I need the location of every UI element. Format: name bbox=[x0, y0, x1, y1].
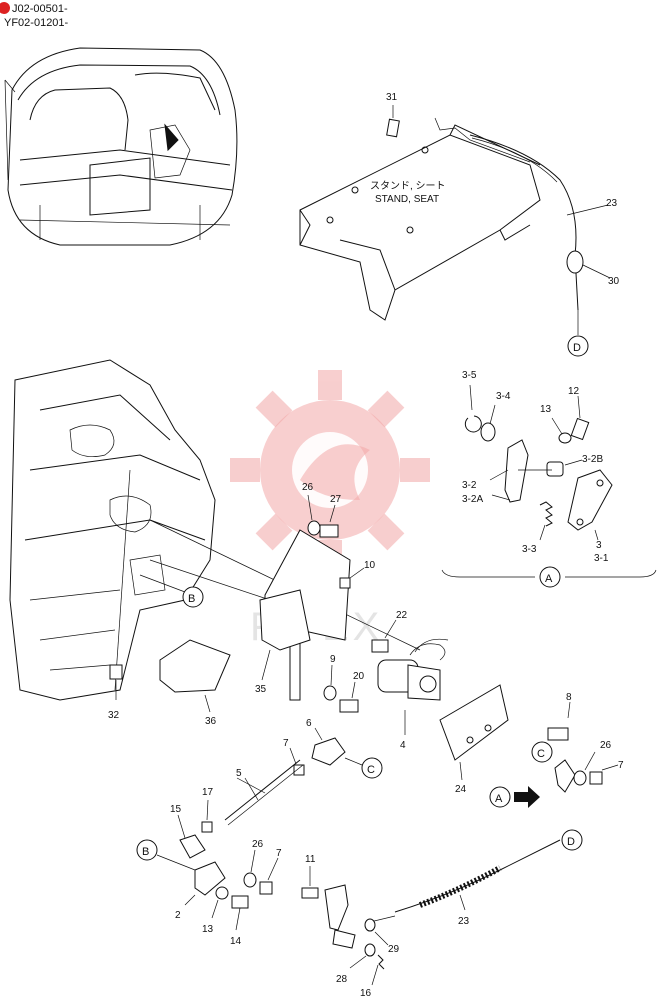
svg-text:7: 7 bbox=[618, 760, 624, 771]
callout-B-bottom bbox=[136, 839, 158, 861]
watermark-gear-icon bbox=[230, 370, 430, 570]
serial-number-1: J02-00501- bbox=[12, 3, 68, 15]
svg-text:D: D bbox=[567, 836, 575, 848]
svg-text:5: 5 bbox=[236, 768, 242, 779]
svg-text:B: B bbox=[188, 593, 195, 605]
svg-text:35: 35 bbox=[255, 684, 267, 695]
svg-text:3-3: 3-3 bbox=[522, 544, 537, 555]
part-2-shape bbox=[194, 861, 226, 896]
part-5-rod bbox=[224, 759, 301, 821]
svg-text:3-2A: 3-2A bbox=[462, 494, 483, 505]
view-arrow-icon bbox=[514, 786, 540, 808]
svg-text:16: 16 bbox=[360, 988, 372, 999]
svg-text:14: 14 bbox=[230, 936, 242, 947]
part-31-shape bbox=[386, 118, 400, 138]
svg-text:3: 3 bbox=[596, 540, 602, 551]
svg-text:7: 7 bbox=[276, 848, 282, 859]
svg-text:10: 10 bbox=[364, 560, 376, 571]
svg-text:3-5: 3-5 bbox=[462, 370, 477, 381]
callout-A-detail bbox=[539, 566, 561, 588]
cable-23-top bbox=[469, 134, 579, 311]
callout-C-top bbox=[361, 757, 383, 779]
detail-A: 3-5 3-4 13 12 3-2B 3-2 3-2A 3-3 3 3-1 A bbox=[441, 370, 657, 588]
svg-text:A: A bbox=[545, 573, 553, 585]
part-36-shape bbox=[159, 639, 231, 693]
part-32-shape bbox=[109, 664, 123, 680]
part-label-31: 31 bbox=[386, 92, 398, 103]
svg-text:15: 15 bbox=[170, 804, 182, 815]
svg-text:3-1: 3-1 bbox=[594, 553, 609, 564]
svg-text:3-4: 3-4 bbox=[496, 391, 511, 402]
svg-text:26: 26 bbox=[252, 839, 264, 850]
svg-text:C: C bbox=[367, 764, 375, 776]
svg-text:2: 2 bbox=[175, 910, 181, 921]
part-label-23-top: 23 bbox=[606, 198, 618, 209]
serial-number-2: YF02-01201- bbox=[4, 17, 69, 29]
svg-text:12: 12 bbox=[568, 386, 580, 397]
svg-text:8: 8 bbox=[566, 692, 572, 703]
svg-text:C: C bbox=[537, 748, 545, 760]
stand-seat-label-jp: スタンド, シート bbox=[370, 180, 446, 192]
svg-text:32: 32 bbox=[108, 710, 120, 721]
svg-text:D: D bbox=[573, 342, 581, 354]
callout-C-right bbox=[531, 741, 553, 763]
svg-text:A: A bbox=[495, 793, 503, 805]
svg-text:6: 6 bbox=[306, 718, 312, 729]
svg-text:13: 13 bbox=[202, 924, 214, 935]
part-6-shape bbox=[311, 737, 346, 766]
svg-text:11: 11 bbox=[305, 854, 316, 865]
part-24-shape bbox=[439, 684, 509, 761]
svg-text:3-2: 3-2 bbox=[462, 480, 477, 491]
part-35-shape bbox=[259, 589, 311, 651]
svg-text:36: 36 bbox=[205, 716, 217, 727]
svg-text:26: 26 bbox=[302, 482, 314, 493]
svg-text:23: 23 bbox=[458, 916, 470, 927]
bracket-plate-shape bbox=[264, 529, 351, 701]
svg-text:26: 26 bbox=[600, 740, 612, 751]
svg-text:13: 13 bbox=[540, 404, 552, 415]
engine-block bbox=[9, 359, 216, 701]
svg-text:22: 22 bbox=[396, 610, 408, 621]
svg-text:24: 24 bbox=[455, 784, 467, 795]
svg-text:28: 28 bbox=[336, 974, 348, 985]
svg-text:7: 7 bbox=[283, 738, 289, 749]
svg-text:B: B bbox=[142, 846, 149, 858]
header-marker-icon bbox=[0, 2, 10, 14]
machine-overview bbox=[4, 47, 238, 246]
svg-text:29: 29 bbox=[388, 944, 400, 955]
svg-text:27: 27 bbox=[330, 494, 342, 505]
part-label-30: 30 bbox=[608, 276, 620, 287]
callout-D-top bbox=[567, 335, 589, 357]
svg-text:4: 4 bbox=[400, 740, 406, 751]
callout-A-arrow bbox=[489, 786, 511, 808]
stand-seat-label-en: STAND, SEAT bbox=[375, 194, 439, 205]
part-4-actuator bbox=[377, 638, 449, 701]
callout-B-top bbox=[182, 586, 204, 608]
part-30-shape bbox=[566, 250, 584, 274]
svg-text:17: 17 bbox=[202, 787, 214, 798]
cable-23-bottom bbox=[394, 839, 561, 913]
svg-text:20: 20 bbox=[353, 671, 365, 682]
callout-D-bottom bbox=[561, 829, 583, 851]
svg-text:3-2B: 3-2B bbox=[582, 454, 603, 465]
svg-text:9: 9 bbox=[330, 654, 336, 665]
